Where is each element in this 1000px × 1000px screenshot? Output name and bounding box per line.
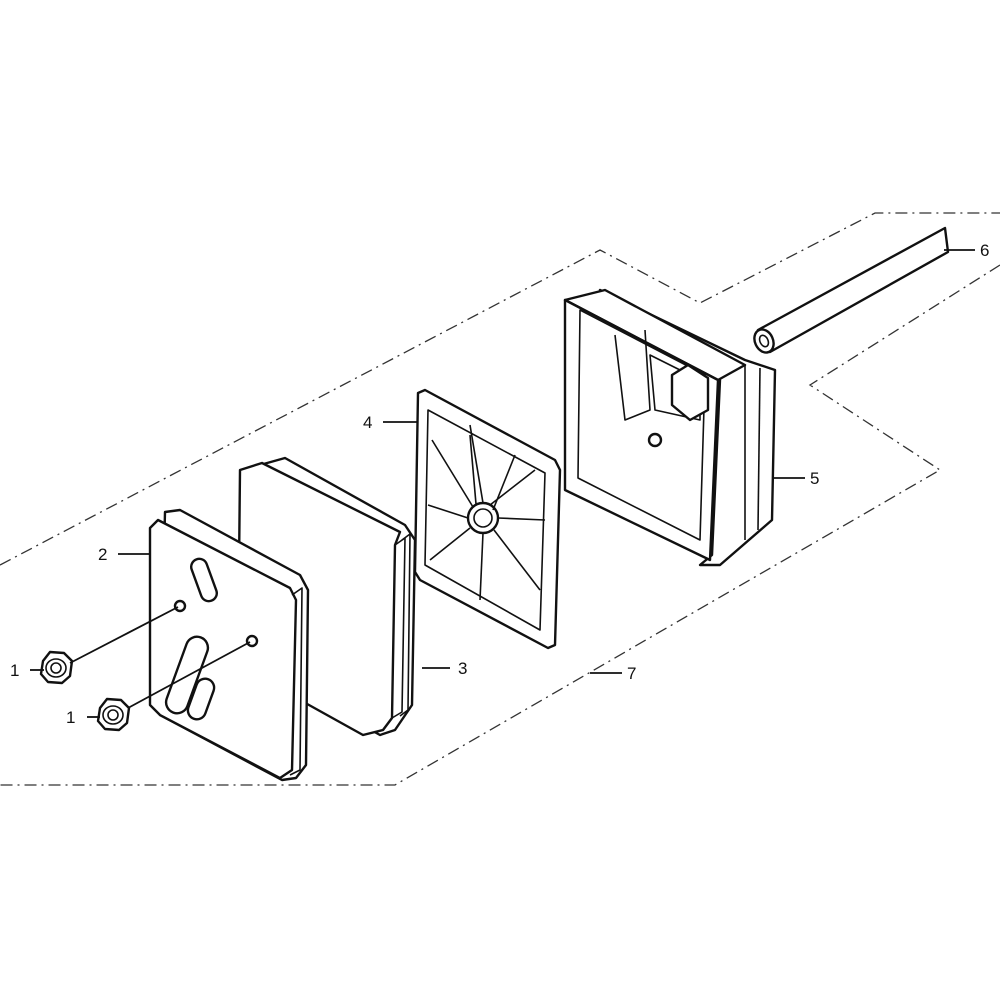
leader-lines	[30, 249, 975, 718]
callout-cover: 2	[98, 545, 107, 564]
breather-tube	[753, 226, 950, 354]
callout-assembly: 7	[627, 664, 636, 683]
callout-filter-support: 4	[363, 413, 372, 432]
callout-nut-lower: 1	[66, 708, 75, 727]
callout-filter-housing: 5	[810, 469, 819, 488]
filter-cover	[148, 508, 310, 782]
callout-filter-element: 3	[458, 659, 467, 678]
filter-housing	[563, 288, 777, 567]
flange-nut-lower	[96, 697, 131, 732]
filter-support	[413, 388, 562, 650]
callout-nut-upper: 1	[10, 661, 19, 680]
flange-nut-upper	[39, 650, 74, 685]
callout-breather-tube: 6	[980, 241, 989, 260]
assembly-boundary	[0, 212, 1000, 786]
